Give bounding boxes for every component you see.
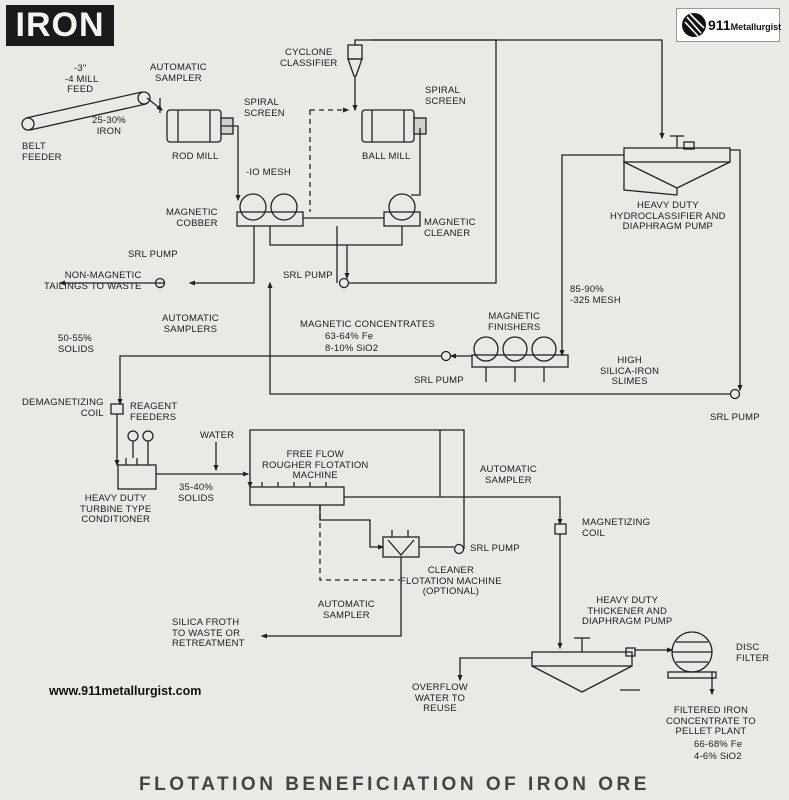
srl-pump-label-3: SRL PUMP (414, 375, 464, 386)
srl-pump-label-1: SRL PUMP (128, 249, 178, 260)
automatic-samplers-label: AUTOMATIC SAMPLERS (162, 313, 219, 335)
magnetic-cobber (236, 193, 304, 227)
page-title: IRON (6, 5, 114, 46)
disc-filter-label: DISC FILTER (736, 642, 770, 664)
magnetic-cleaner-label: MAGNETIC CLEANER (424, 217, 476, 239)
water-label: WATER (200, 430, 235, 441)
mesh-325-label: 85-90% -325 MESH (570, 284, 621, 306)
automatic-sampler-low-label: AUTOMATIC SAMPLER (318, 599, 375, 621)
automatic-sampler-label: AUTOMATIC SAMPLER (150, 62, 207, 84)
magnetic-concentrates-label: MAGNETIC CONCENTRATES (300, 319, 435, 330)
overflow-water-label: OVERFLOW WATER TO REUSE (412, 682, 468, 714)
website-url: www.911metallurgist.com (49, 684, 202, 698)
disc-filter (667, 631, 717, 679)
rod-mill-label: ROD MILL (172, 151, 219, 162)
belt-feeder-label: BELT FEEDER (22, 141, 62, 163)
magnetizing-coil (554, 523, 567, 535)
turbine-conditioner-label: HEAVY DUTY TURBINE TYPE CONDITIONER (80, 493, 152, 525)
silica-froth-label: SILICA FROTH TO WASTE OR RETREATMENT (172, 617, 245, 649)
belt-feeder (21, 91, 151, 131)
cleaner-flotation-label: CLEANER FLOTATION MACHINE (OPTIONAL) (400, 565, 502, 597)
hydroclassifier (623, 135, 731, 195)
sio2-4-label: 4-6% SiO2 (694, 751, 742, 762)
thickener (531, 637, 636, 693)
thickener-label: HEAVY DUTY THICKENER AND DIAPHRAGM PUMP (582, 595, 673, 627)
logo-brand: Metallurgist (730, 22, 782, 32)
spiral-screen-label: SPIRAL SCREEN (244, 97, 285, 119)
globe-icon (682, 13, 706, 37)
fe-63-label: 63-64% Fe (325, 331, 374, 342)
spiral-screen-2-label: SPIRAL SCREEN (425, 85, 466, 107)
magnetic-finishers (471, 336, 569, 368)
diagram-title: FLOTATION BENEFICIATION OF IRON ORE (139, 774, 650, 795)
non-magnetic-label: NON-MAGNETIC TAILINGS TO WASTE (44, 270, 142, 292)
flow-lines (21, 39, 743, 696)
mill-feed-label: -3" -4 MILL FEED (64, 63, 99, 95)
ball-mill (361, 109, 427, 143)
logo-text: 911Metallurgist (708, 17, 781, 33)
magnetic-finishers-label: MAGNETIC FINISHERS (488, 311, 541, 333)
fe-66-label: 66-68% Fe (694, 739, 743, 750)
solids-35-label: 35-40% SOLIDS (178, 482, 215, 504)
srl-pumps (154, 277, 741, 555)
filtered-concentrate-label: FILTERED IRON CONCENTRATE TO PELLET PLAN… (666, 705, 756, 737)
srl-pump-label-4: SRL PUMP (710, 412, 760, 423)
srl-pump-label-5: SRL PUMP (470, 543, 520, 554)
srl-pump-label-2: SRL PUMP (283, 270, 333, 281)
magnetic-cobber-label: MAGNETIC COBBER (166, 207, 218, 229)
cyclone-classifier-label: CYCLONE CLASSIFIER (280, 47, 338, 69)
cyclone-classifier (347, 44, 363, 77)
hydroclassifier-label: HEAVY DUTY HYDROCLASSIFIER AND DIAPHRAGM… (610, 200, 726, 232)
rougher-flotation-machine (249, 482, 345, 506)
logo-number: 911 (708, 17, 731, 33)
turbine-conditioner (110, 403, 157, 490)
demagnetizing-coil-label: DEMAGNETIZING COIL (22, 397, 104, 419)
reagent-feeders-label: REAGENT FEEDERS (130, 401, 178, 423)
solids-50-label: 50-55% SOLIDS (58, 333, 95, 355)
iron-grade-label: 25-30% IRON (92, 115, 126, 137)
magnetic-cleaner (383, 193, 421, 227)
ball-mill-label: BALL MILL (362, 151, 411, 162)
cleaner-flotation-machine (382, 530, 420, 558)
magnetizing-coil-label: MAGNETIZING COIL (582, 517, 651, 539)
mesh-10-label: -IO MESH (246, 167, 291, 178)
sio2-8-label: 8-10% SiO2 (325, 343, 379, 354)
silica-slimes-label: HIGH SILICA-IRON SLIMES (600, 355, 660, 387)
rougher-flotation-label: FREE FLOW ROUGHER FLOTATION MACHINE (262, 449, 369, 481)
automatic-sampler-mid-label: AUTOMATIC SAMPLER (480, 464, 537, 486)
brand-logo: 911Metallurgist (676, 8, 781, 42)
